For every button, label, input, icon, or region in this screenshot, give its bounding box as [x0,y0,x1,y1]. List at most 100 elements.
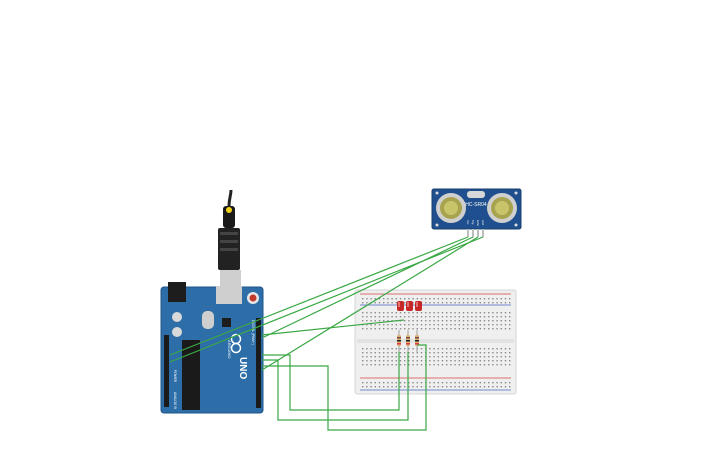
breadboard-hole [454,364,456,366]
breadboard-hole [500,382,502,384]
analog-header-label: ANALOG IN [173,392,177,410]
breadboard-hole [383,302,385,304]
breadboard-hole [395,316,397,318]
breadboard-hole [408,324,410,326]
breadboard-hole [500,324,502,326]
breadboard-hole [479,328,481,330]
breadboard-hole [420,356,423,358]
breadboard-hole [433,364,435,366]
breadboard-holes [362,298,511,388]
breadboard-hole [500,364,502,366]
breadboard-hole [500,298,502,300]
breadboard-hole [496,320,498,322]
breadboard-hole [370,364,372,366]
breadboard-hole [504,324,507,326]
breadboard-hole [399,316,402,318]
breadboard-hole [475,352,477,354]
breadboard-hole [391,312,393,314]
breadboard-hole [441,356,444,358]
breadboard[interactable] [354,289,517,395]
ultrasonic-sensor[interactable]: HC-SR04 Vcc Trig Echo Gnd [431,188,522,237]
breadboard-hole [509,356,511,358]
breadboard-hole [492,328,494,330]
resistor-2[interactable] [406,330,410,352]
breadboard-hole [416,386,418,388]
breadboard-hole [391,364,393,366]
arduino-uno-board[interactable]: UNO ARDUINO DIGITAL (PWM~) POWER ANALOG … [160,282,264,414]
arduino-logo [230,333,242,354]
breadboard-hole [488,320,490,322]
wire-sensor-vcc[interactable] [169,236,469,356]
breadboard-hole [387,316,389,318]
breadboard-hole [420,316,423,318]
breadboard-hole [441,364,444,366]
breadboard-hole [462,320,465,322]
wire-sensor-gnd[interactable] [169,236,484,363]
breadboard-hole [420,298,423,300]
breadboard-hole [509,328,511,330]
wire-led-power[interactable] [261,319,405,336]
breadboard-hole [500,360,502,362]
breadboard-hole [387,360,389,362]
resistor-1[interactable] [397,330,401,352]
led-1[interactable] [397,301,404,311]
breadboard-hole [496,360,498,362]
breadboard-hole [383,320,385,322]
breadboard-hole [362,364,364,366]
breadboard-hole [362,352,364,354]
wire-resistor-2[interactable] [262,352,409,421]
breadboard-hole [383,386,385,388]
wire-sensor-echo[interactable] [261,236,479,371]
breadboard-hole [416,324,418,326]
breadboard-hole [383,382,385,384]
breadboard-hole [462,348,465,350]
wire-sensor-trig[interactable] [261,236,474,339]
breadboard-hole [454,356,456,358]
sensor-pins [467,229,484,237]
breadboard-hole [387,382,389,384]
breadboard-hole [446,328,448,330]
breadboard-hole [471,320,473,322]
breadboard-hole [454,320,456,322]
breadboard-hole [362,356,364,358]
breadboard-hole [454,328,456,330]
breadboard-hole [467,324,469,326]
breadboard-hole [420,382,423,384]
breadboard-hole [429,312,431,314]
breadboard-hole [492,316,494,318]
breadboard-hole [399,324,402,326]
breadboard-hole [441,324,444,326]
breadboard-hole [496,302,498,304]
breadboard-hole [378,382,381,384]
brand-label: ARDUINO [227,340,232,358]
breadboard-hole [370,316,372,318]
wire-resistor-3[interactable] [262,344,427,431]
breadboard-hole [416,356,418,358]
breadboard-hole [496,386,498,388]
breadboard-hole [370,324,372,326]
breadboard-hole [504,312,507,314]
breadboard-hole [433,386,435,388]
usb-cable[interactable] [218,189,241,290]
breadboard-hole [496,348,498,350]
breadboard-hole [458,348,460,350]
breadboard-hole [479,382,481,384]
led-3[interactable] [415,301,422,311]
breadboard-hole [366,316,368,318]
breadboard-hole [492,360,494,362]
breadboard-hole [479,364,481,366]
breadboard-hole [488,316,490,318]
breadboard-hole [412,352,414,354]
wire-resistor-1[interactable] [262,352,400,411]
breadboard-hole [404,386,406,388]
breadboard-hole [492,352,494,354]
breadboard-hole [462,324,465,326]
breadboard-hole [433,328,435,330]
breadboard-hole [475,298,477,300]
breadboard-hole [479,356,481,358]
breadboard-hole [488,312,490,314]
breadboard-hole [479,360,481,362]
led-2[interactable] [406,301,413,311]
breadboard-hole [471,324,473,326]
resistor-3[interactable] [415,330,419,352]
